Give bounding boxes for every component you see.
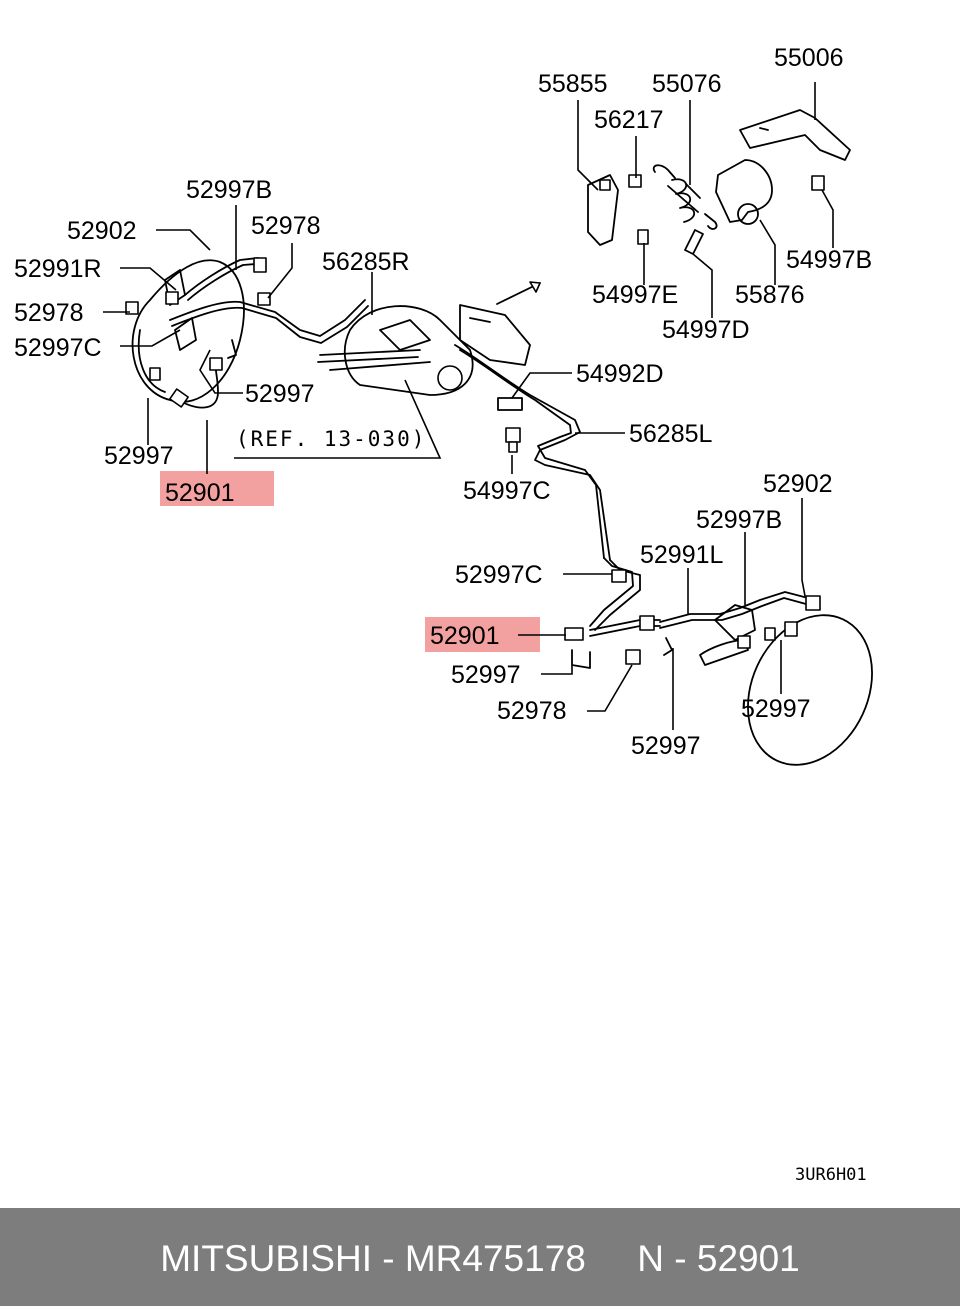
label-56217: 56217 — [594, 106, 664, 134]
label-55876: 55876 — [735, 281, 805, 309]
label-56285r: 56285R — [322, 248, 410, 276]
diagram-code: 3UR6H01 — [795, 1165, 867, 1185]
label-55855: 55855 — [538, 70, 608, 98]
label-54992d: 54992D — [576, 360, 664, 388]
label-52997-right: 52997 — [741, 695, 811, 723]
label-52901-bottom: 52901 — [430, 622, 500, 650]
reference-text: (REF. 13-030) — [236, 427, 426, 451]
label-52902-top: 52902 — [67, 217, 137, 245]
parts-diagram: 55006 55855 55076 56217 54997B 55876 549… — [14, 44, 873, 1185]
label-52991l: 52991L — [640, 541, 724, 569]
label-55076: 55076 — [652, 70, 722, 98]
label-52997-left: 52997 — [104, 442, 174, 470]
center-valve-assembly — [317, 281, 611, 561]
label-52901-top: 52901 — [165, 479, 235, 507]
label-54997b: 54997B — [786, 246, 872, 274]
label-52997c-right: 52997C — [455, 561, 543, 589]
label-52997b-right: 52997B — [696, 506, 782, 534]
label-52997b-top: 52997B — [186, 176, 272, 204]
label-52978-left: 52978 — [14, 299, 84, 327]
label-56285l: 56285L — [629, 420, 713, 448]
footer-text: MITSUBISHI - MR475178 N - 52901 — [160, 1238, 800, 1279]
footer-bar: MITSUBISHI - MR475178 N - 52901 — [0, 1208, 960, 1306]
top-right-bracket-assembly — [587, 109, 851, 255]
label-54997c: 54997C — [463, 477, 551, 505]
label-52997-lower: 52997 — [631, 732, 701, 760]
label-55006: 55006 — [774, 44, 844, 72]
label-52997-bottom: 52997 — [451, 661, 521, 689]
label-52991r: 52991R — [14, 255, 102, 283]
label-52978-top: 52978 — [251, 212, 321, 240]
right-brake-assembly — [564, 557, 873, 766]
left-brake-assembly — [125, 257, 369, 409]
label-54997d: 54997D — [662, 316, 750, 344]
label-52978-bottom: 52978 — [497, 697, 567, 725]
label-54997e: 54997E — [592, 281, 678, 309]
label-52902-right: 52902 — [763, 470, 833, 498]
highlight-box-top — [160, 471, 274, 506]
part-labels: 55006 55855 55076 56217 54997B 55876 549… — [14, 44, 872, 1185]
label-52997-mid: 52997 — [245, 380, 315, 408]
leader-lines — [103, 82, 834, 730]
label-52997c-left: 52997C — [14, 334, 102, 362]
